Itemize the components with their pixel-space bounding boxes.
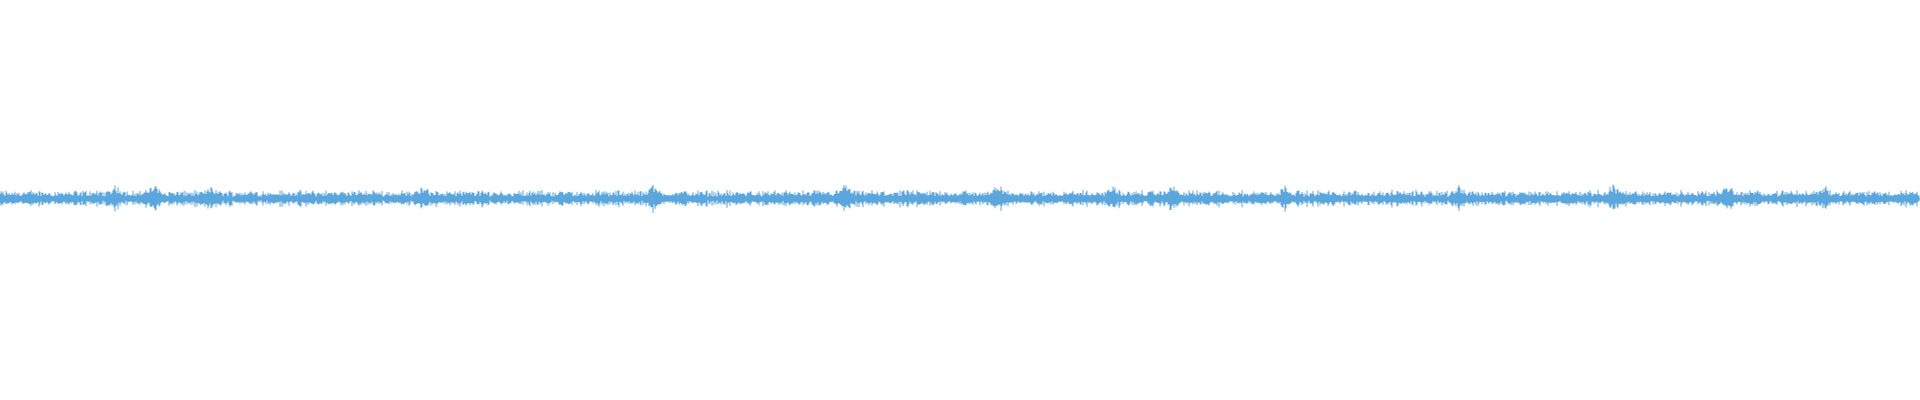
waveform-trace [0, 184, 1920, 213]
